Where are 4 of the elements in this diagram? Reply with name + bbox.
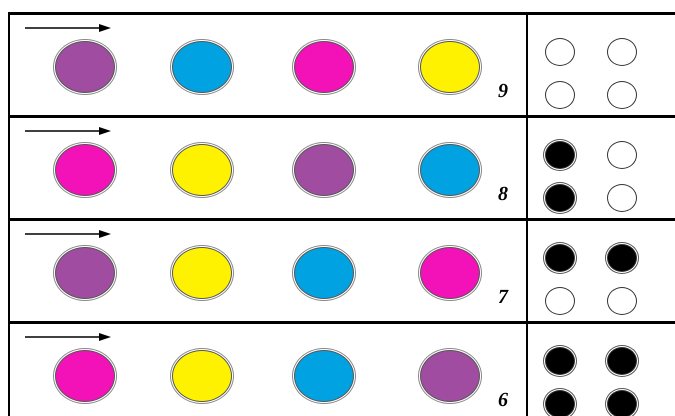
- row-number: 7: [498, 287, 508, 307]
- row-number: 9: [498, 81, 508, 101]
- row-number: 8: [498, 184, 508, 204]
- row-number: 6: [498, 390, 508, 410]
